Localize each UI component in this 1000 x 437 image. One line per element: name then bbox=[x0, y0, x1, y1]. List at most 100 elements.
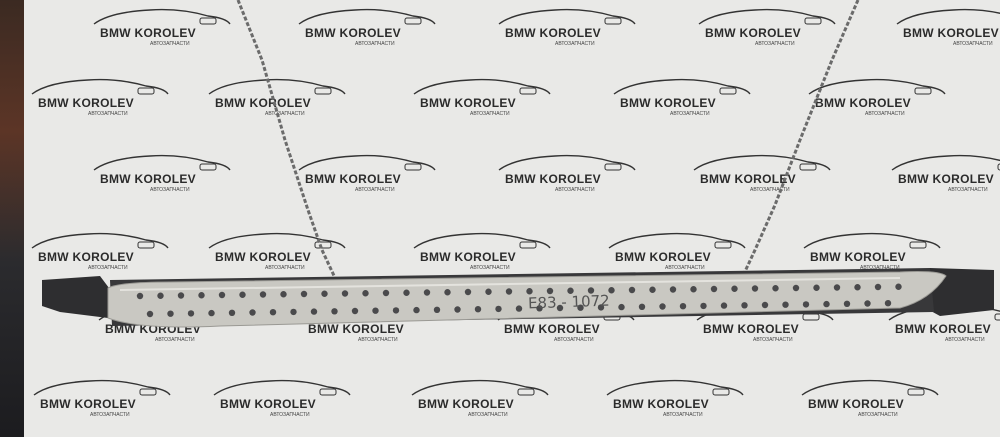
brand-subtitle: АВТОЗАПЧАСТИ bbox=[753, 337, 793, 343]
stud bbox=[249, 309, 256, 316]
brand-subtitle: АВТОЗАПЧАСТИ bbox=[355, 41, 395, 47]
brand-subtitle: АВТОЗАПЧАСТИ bbox=[470, 265, 510, 271]
brand-subtitle: АВТОЗАПЧАСТИ bbox=[858, 412, 898, 418]
stud bbox=[146, 310, 154, 318]
stud bbox=[300, 290, 308, 298]
stud bbox=[310, 308, 318, 315]
stud bbox=[167, 310, 174, 317]
stud bbox=[208, 309, 215, 317]
brand-subtitle: АВТОЗАПЧАСТИ bbox=[953, 41, 993, 47]
brand-subtitle: АВТОЗАПЧАСТИ bbox=[88, 265, 128, 271]
car-silhouette-icon bbox=[298, 154, 436, 171]
stud bbox=[198, 292, 205, 299]
brand-subtitle: АВТОЗАПЧАСТИ bbox=[355, 187, 395, 193]
stud bbox=[813, 284, 820, 291]
stud bbox=[772, 285, 779, 292]
stud bbox=[649, 286, 656, 293]
car-silhouette-icon bbox=[31, 232, 169, 249]
stud bbox=[454, 306, 461, 313]
brand-name: BMW KOROLEV bbox=[418, 397, 514, 411]
car-silhouette-icon bbox=[608, 232, 746, 249]
brand-name: BMW KOROLEV bbox=[38, 250, 134, 264]
stud bbox=[157, 292, 164, 299]
stud bbox=[362, 290, 369, 297]
brand-subtitle: АВТОЗАПЧАСТИ bbox=[750, 187, 790, 193]
brand-subtitle: АВТОЗАПЧАСТИ bbox=[470, 111, 510, 117]
car-silhouette-icon bbox=[93, 154, 231, 171]
stud bbox=[382, 289, 390, 297]
brand-subtitle: АВТОЗАПЧАСТИ bbox=[670, 111, 710, 117]
stud bbox=[259, 291, 267, 298]
stud bbox=[444, 289, 451, 296]
car-silhouette-icon bbox=[31, 78, 169, 95]
stud bbox=[874, 283, 882, 291]
brand-name: BMW KOROLEV bbox=[220, 397, 316, 411]
brand-name: BMW KOROLEV bbox=[505, 26, 601, 40]
car-silhouette-icon bbox=[298, 8, 436, 25]
stud bbox=[843, 300, 851, 307]
brand-name: BMW KOROLEV bbox=[615, 250, 711, 264]
left-end-cap bbox=[42, 276, 112, 318]
car-silhouette-icon bbox=[803, 232, 941, 249]
brand-subtitle: АВТОЗАПЧАСТИ bbox=[88, 111, 128, 117]
brand-name: BMW KOROLEV bbox=[308, 322, 404, 336]
stud bbox=[495, 305, 502, 313]
stud bbox=[269, 309, 277, 316]
stud bbox=[741, 302, 748, 309]
stud bbox=[690, 286, 697, 293]
stud bbox=[536, 305, 543, 312]
stud bbox=[884, 300, 892, 307]
stud bbox=[433, 306, 441, 313]
brand-subtitle: АВТОЗАПЧАСТИ bbox=[860, 265, 900, 271]
car-silhouette-icon bbox=[33, 379, 171, 396]
stud bbox=[546, 287, 554, 295]
stud bbox=[392, 307, 400, 314]
brand-subtitle: АВТОЗАПЧАСТИ bbox=[755, 41, 795, 47]
stud bbox=[628, 286, 636, 294]
brand-subtitle: АВТОЗАПЧАСТИ bbox=[468, 412, 508, 418]
brand-subtitle: АВТОЗАПЧАСТИ bbox=[265, 265, 305, 271]
car-silhouette-icon bbox=[693, 154, 831, 171]
brand-subtitle: АВТОЗАПЧАСТИ bbox=[265, 111, 305, 117]
stud bbox=[720, 302, 728, 309]
stud bbox=[669, 286, 677, 293]
board-highlight bbox=[119, 277, 901, 291]
stud bbox=[505, 288, 513, 295]
stud bbox=[526, 288, 533, 295]
brand-name: BMW KOROLEV bbox=[100, 26, 196, 40]
brand-subtitle: АВТОЗАПЧАСТИ bbox=[665, 265, 705, 271]
car-silhouette-icon bbox=[208, 78, 346, 95]
brand-name: BMW KOROLEV bbox=[505, 172, 601, 186]
car-silhouette-icon bbox=[498, 8, 636, 25]
car-silhouette-icon bbox=[891, 154, 1000, 171]
stud bbox=[761, 301, 769, 309]
brand-subtitle: АВТОЗАПЧАСТИ bbox=[90, 412, 130, 418]
anti-slip-studs bbox=[136, 283, 902, 318]
brand-subtitle: АВТОЗАПЧАСТИ bbox=[150, 41, 190, 47]
stud bbox=[474, 306, 482, 313]
car-silhouette-icon bbox=[213, 379, 351, 396]
brand-subtitle: АВТОЗАПЧАСТИ bbox=[948, 187, 988, 193]
brand-subtitle: АВТОЗАПЧАСТИ bbox=[555, 187, 595, 193]
brand-name: BMW KOROLEV bbox=[705, 26, 801, 40]
stud bbox=[556, 304, 564, 312]
car-silhouette-icon bbox=[498, 154, 636, 171]
brand-name: BMW KOROLEV bbox=[703, 322, 799, 336]
stud bbox=[618, 303, 625, 311]
